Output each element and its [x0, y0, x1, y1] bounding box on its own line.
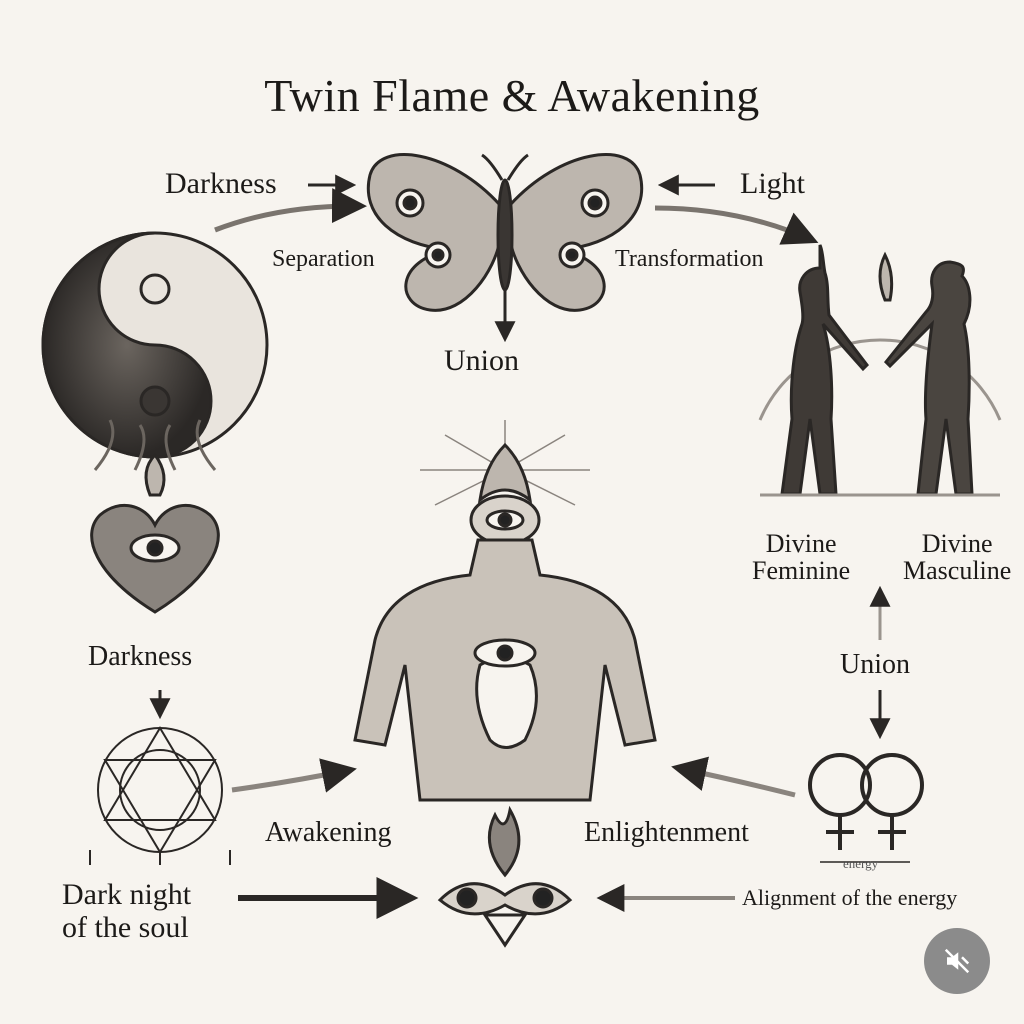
sacred-geometry-illustration — [89, 726, 231, 865]
label-transformation: Transformation — [615, 246, 764, 272]
label-divine-feminine: Divine Feminine — [752, 529, 851, 586]
label-darkness-top: Darkness — [165, 167, 277, 200]
label-enlightenment: Enlightenment — [584, 817, 749, 848]
diagram-title: Twin Flame & Awakening — [264, 70, 760, 121]
divine-couple-illustration — [758, 244, 1002, 497]
flame-eyes-emblem — [437, 805, 573, 948]
speaker-muted-icon — [944, 948, 970, 974]
label-energy-small: energy — [843, 856, 879, 871]
label-awakening: Awakening — [265, 817, 392, 848]
label-union-right: Union — [840, 649, 910, 680]
awakened-figure-illustration — [353, 420, 657, 802]
arrow-geometry-to-figure — [231, 758, 357, 793]
flaming-heart-illustration — [90, 419, 220, 614]
yin-yang-lovers-illustration — [41, 231, 269, 459]
arrow-rings-to-figure — [671, 756, 796, 798]
label-light: Light — [740, 167, 805, 200]
arrow-yinyang-to-butterfly — [214, 188, 367, 233]
mute-button[interactable] — [924, 928, 990, 994]
label-dark-night: Dark night of the soul — [62, 878, 192, 944]
butterfly-illustration — [366, 153, 644, 312]
label-darkness-left: Darkness — [88, 641, 193, 672]
label-divine-masculine: Divine Masculine — [903, 529, 1012, 586]
interlocked-rings-illustration — [808, 753, 924, 863]
label-union-top: Union — [444, 344, 519, 377]
label-separation: Separation — [272, 246, 375, 272]
label-alignment: Alignment of the energy — [742, 885, 958, 910]
arrow-butterfly-to-couple — [654, 205, 819, 245]
